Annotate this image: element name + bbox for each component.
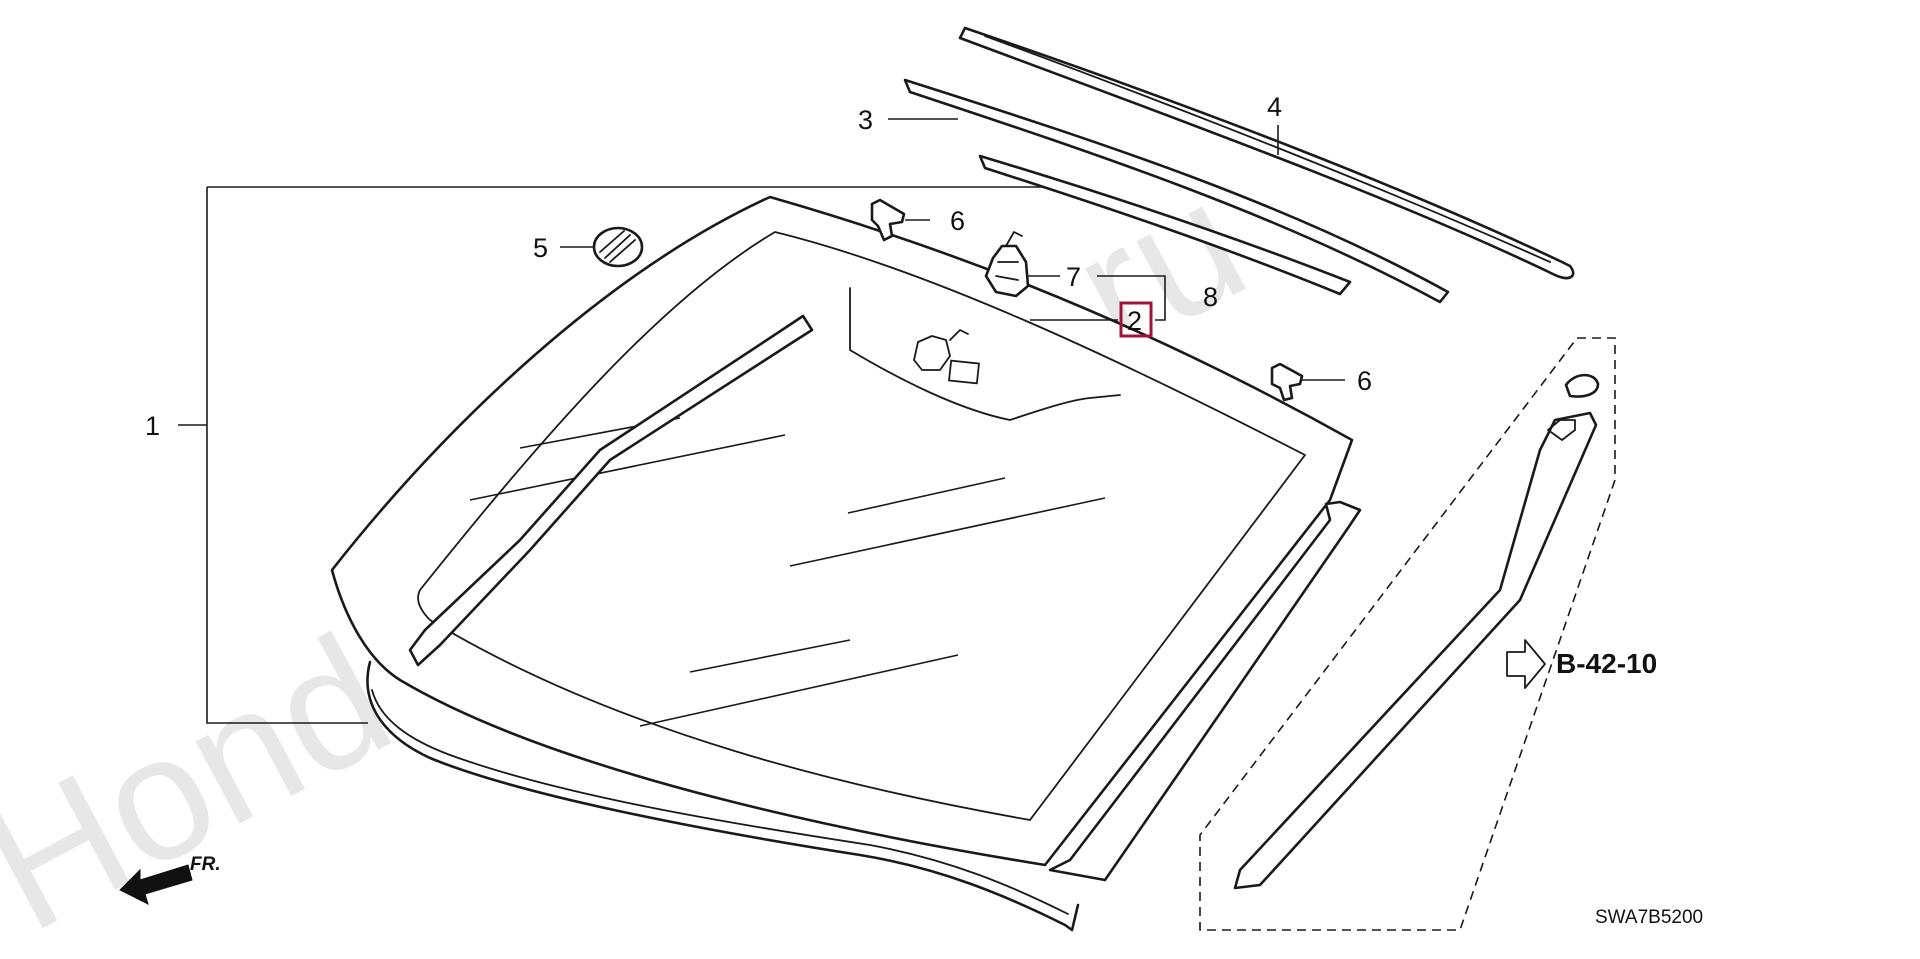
part-1-bracket [178, 186, 1050, 724]
trim-cap [1564, 373, 1600, 398]
left-side-molding [408, 314, 814, 667]
callout-6b: 6 [1357, 366, 1372, 396]
callout-6a: 6 [950, 206, 965, 236]
callout-7: 7 [1066, 262, 1081, 292]
drawing-code: SWA7B5200 [1595, 907, 1703, 928]
front-arrow-icon [119, 864, 193, 905]
side-trim-part [1233, 411, 1598, 890]
callout-8: 8 [1203, 282, 1218, 312]
reference-group-box [1199, 337, 1616, 931]
reference-link-b-42-10[interactable]: B-42-10 [1556, 648, 1657, 679]
part-6-clip-lower [1270, 362, 1304, 402]
callout-4: 4 [1267, 92, 1282, 122]
callout-2: 2 [1127, 306, 1142, 336]
part-4-upper-molding [958, 26, 1575, 280]
callout-2-highlight-box [1119, 301, 1153, 338]
windshield-glass [330, 195, 1354, 932]
right-side-molding [1048, 500, 1362, 882]
sensor-bracket [913, 335, 951, 371]
sensor-pad [948, 359, 980, 385]
hollow-arrow-icon [1506, 639, 1546, 689]
part-3-roof-molding-upper [903, 78, 1450, 304]
leader-8 [1097, 275, 1166, 321]
front-direction-label: FR. [190, 854, 221, 875]
callout-3: 3 [858, 105, 873, 135]
callout-1: 1 [145, 411, 160, 441]
part-3-roof-molding-lower [978, 154, 1352, 296]
sensor-mount-area [849, 287, 1121, 421]
callout-5: 5 [533, 233, 548, 263]
part-6-clip-upper [870, 198, 906, 242]
